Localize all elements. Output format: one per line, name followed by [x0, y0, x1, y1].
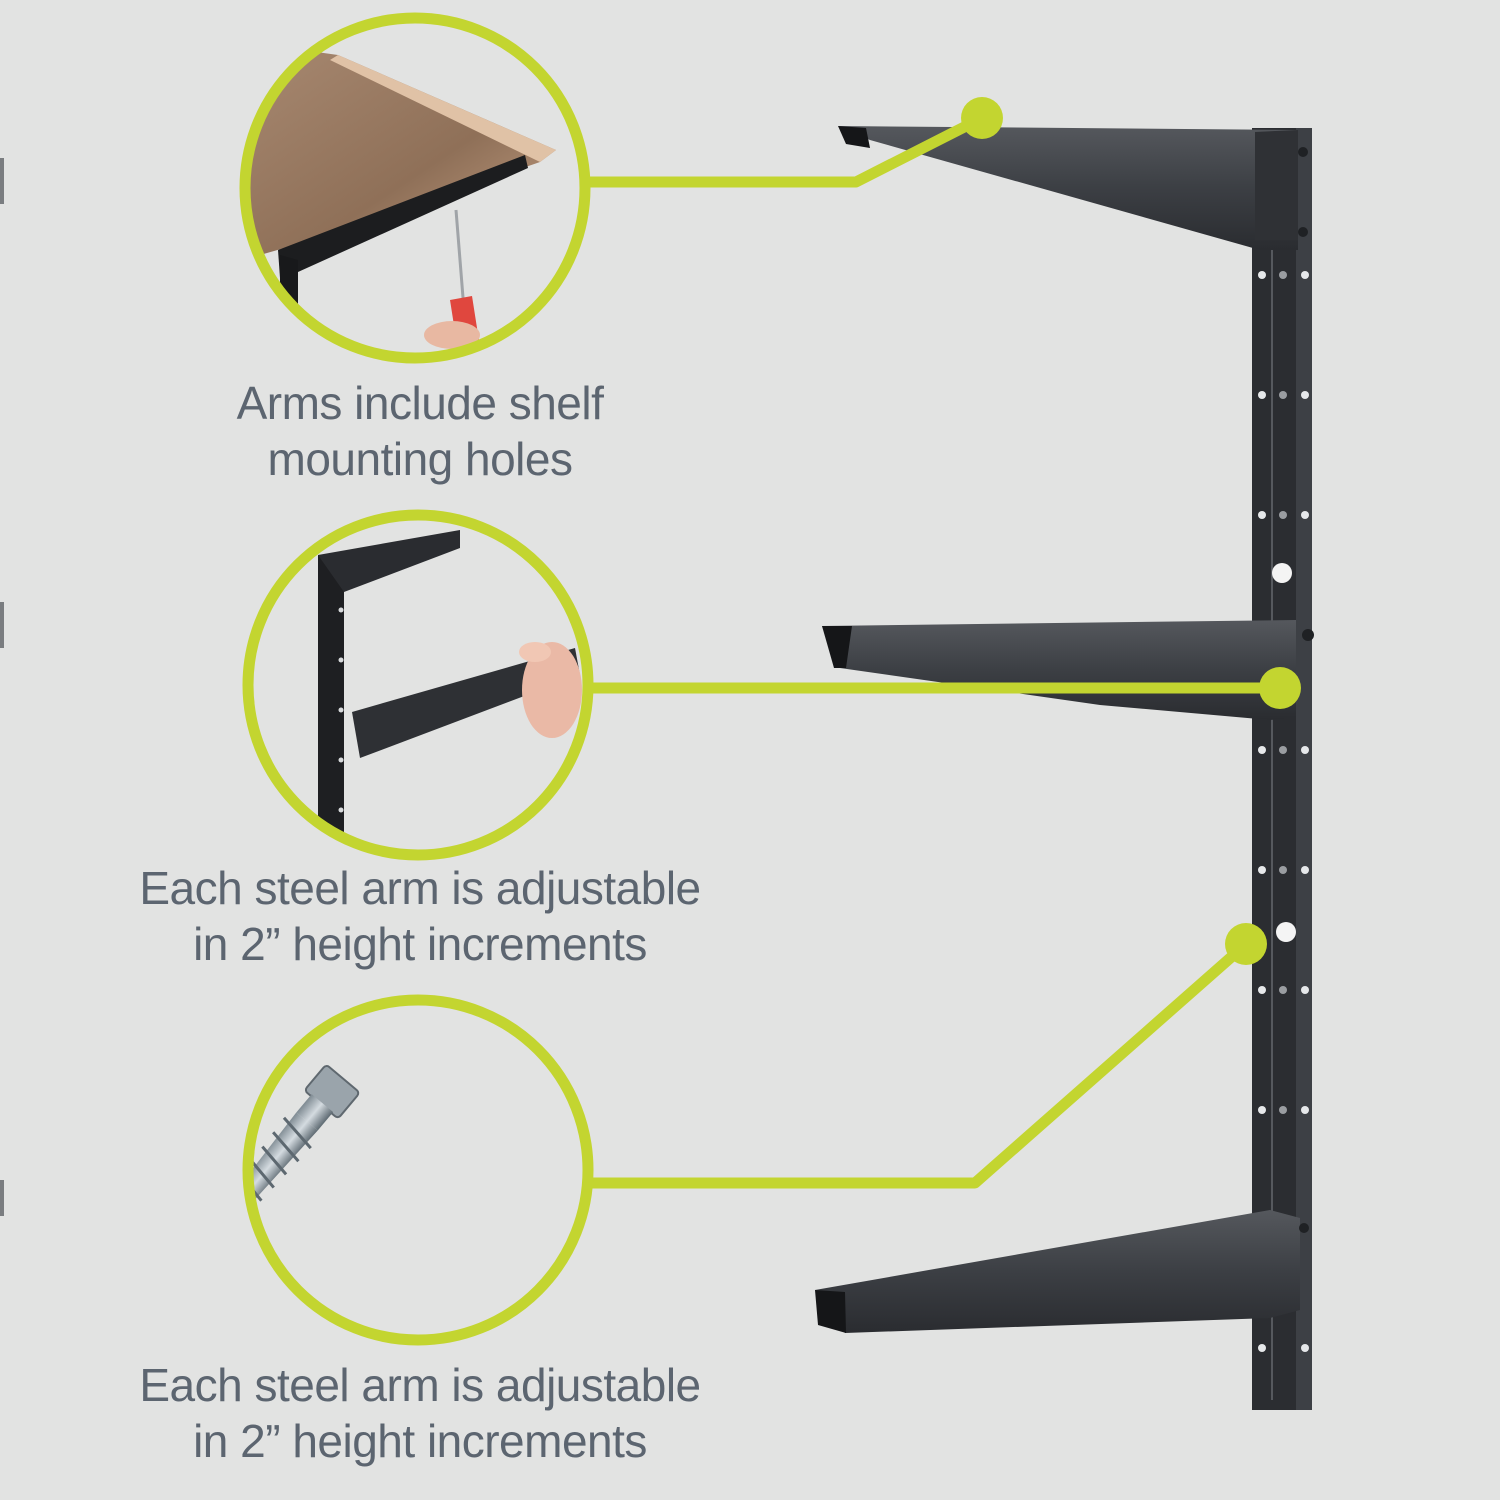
- caption-line: in 2” height increments: [193, 1415, 647, 1467]
- lag-screw-photo-icon: [242, 994, 594, 1346]
- connector-lines: [585, 113, 1280, 1189]
- lock-pin-upper: [1272, 563, 1292, 583]
- lock-pin-lower: [1276, 922, 1296, 942]
- connector-bottom: [585, 940, 1249, 1189]
- upright-holes: [1258, 271, 1309, 1352]
- edge-mark-top: [0, 158, 4, 204]
- arm-insertion-photo-icon: [242, 509, 594, 861]
- connector-top: [585, 113, 985, 188]
- wall-upright: [1252, 128, 1312, 1410]
- product-arm-middle: [822, 620, 1314, 720]
- edge-mark-bottom: [0, 1180, 4, 1216]
- callout-dot-bottom: [1225, 923, 1267, 965]
- caption-line: in 2” height increments: [193, 918, 647, 970]
- caption-adjustable-arm: Each steel arm is adjustable in 2” heigh…: [60, 860, 780, 972]
- callout-dot-middle: [1259, 667, 1301, 709]
- shelf-screwdriver-photo-icon: [239, 12, 591, 364]
- product-arm-bottom: [815, 1210, 1309, 1333]
- caption-shelf-mounting: Arms include shelf mounting holes: [160, 375, 680, 487]
- caption-line: Each steel arm is adjustable: [139, 862, 701, 914]
- product-arm-top: [838, 126, 1308, 250]
- callout-dot-top: [961, 97, 1003, 139]
- edge-mark-middle: [0, 602, 4, 648]
- caption-line: mounting holes: [267, 433, 573, 485]
- caption-lag-screw: Each steel arm is adjustable in 2” heigh…: [60, 1357, 780, 1469]
- caption-line: Each steel arm is adjustable: [139, 1359, 701, 1411]
- caption-line: Arms include shelf: [236, 377, 604, 429]
